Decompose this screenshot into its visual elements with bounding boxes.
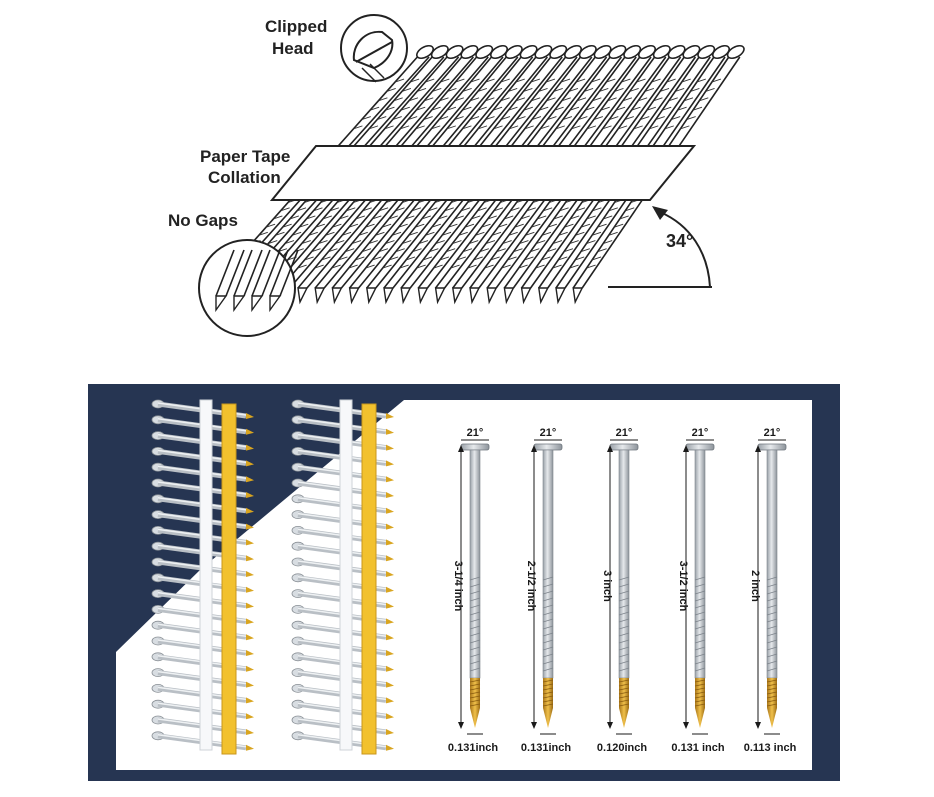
nail-head: [685, 443, 715, 451]
white-panel: [116, 400, 812, 770]
nail-length-label: 2 inch: [749, 570, 761, 602]
paper-tape-label: Paper Tape: [200, 147, 290, 166]
collated-strip: [151, 399, 254, 755]
paper-tape-label-line2: Collation: [208, 168, 281, 187]
collated-strip: [291, 399, 394, 755]
nail-length-label: 3-1/2 inch: [677, 561, 689, 612]
nail-length-label: 3-1/4 inch: [452, 561, 464, 612]
nail-shank: [542, 449, 554, 679]
nail-shank: [694, 449, 706, 679]
nail-shank: [469, 449, 481, 679]
nail-point: [470, 708, 480, 728]
nail-angle-label: 21°: [467, 427, 484, 439]
nail-angle-label: 21°: [764, 427, 781, 439]
nail-point: [767, 708, 777, 728]
paper-tape-band: [269, 145, 697, 201]
no-gaps-label: No Gaps: [168, 211, 238, 230]
nail-shank: [766, 449, 778, 679]
clipped-head-label-line2: Head: [272, 39, 314, 58]
nail-spec-group: 21° 3-1/4 inch 0.131inch 21° 2-1/2 inch 0.131…: [448, 427, 797, 754]
nail-spec: 21° 3-1/2 inch 0.131 inch: [671, 427, 724, 754]
nail-spec: 21° 3 inch 0.120inch: [597, 427, 647, 754]
nail-length-label: 3 inch: [601, 570, 613, 602]
nail-diameter-label: 0.131inch: [521, 742, 571, 754]
nail-head: [533, 443, 563, 451]
nail-point: [543, 708, 553, 728]
nail-length-label: 2-1/2 inch: [525, 561, 537, 612]
strip-nail: [365, 44, 568, 305]
nail-diameter-label: 0.120inch: [597, 742, 647, 754]
nail-point: [619, 708, 629, 728]
clipped-head-label: Clipped: [265, 17, 327, 36]
nail-diameter-label: 0.113 inch: [744, 742, 797, 754]
nail-angle-label: 21°: [616, 427, 633, 439]
nail-spec: 21° 3-1/4 inch 0.131inch: [448, 427, 498, 754]
nail-shank: [618, 449, 630, 679]
nail-spec: 21° 2 inch 0.113 inch: [744, 427, 797, 754]
nail-diameter-label: 0.131 inch: [671, 742, 724, 754]
nail-angle-label: 21°: [692, 427, 709, 439]
nail-diameter-label: 0.131inch: [448, 742, 498, 754]
collated-strips-photo: [151, 399, 394, 755]
nail-point: [695, 708, 705, 728]
nail-sizes-panel: 21° 3-1/4 inch 0.131inch 21° 2-1/2 inch 0.131…: [88, 384, 840, 781]
nail-head: [609, 443, 639, 451]
angle-indicator: [608, 206, 712, 288]
nail-head: [460, 443, 490, 451]
nail-angle-label: 21°: [540, 427, 557, 439]
angle-label: 34°: [666, 231, 693, 251]
clipped-head-inset: [340, 14, 408, 83]
nail-head: [757, 443, 787, 451]
nail-spec: 21° 2-1/2 inch 0.131inch: [521, 427, 571, 754]
no-gaps-inset: [198, 239, 299, 337]
collated-nail-strip-diagram: Clipped Head Paper Tape Collation No Gap…: [168, 14, 745, 337]
